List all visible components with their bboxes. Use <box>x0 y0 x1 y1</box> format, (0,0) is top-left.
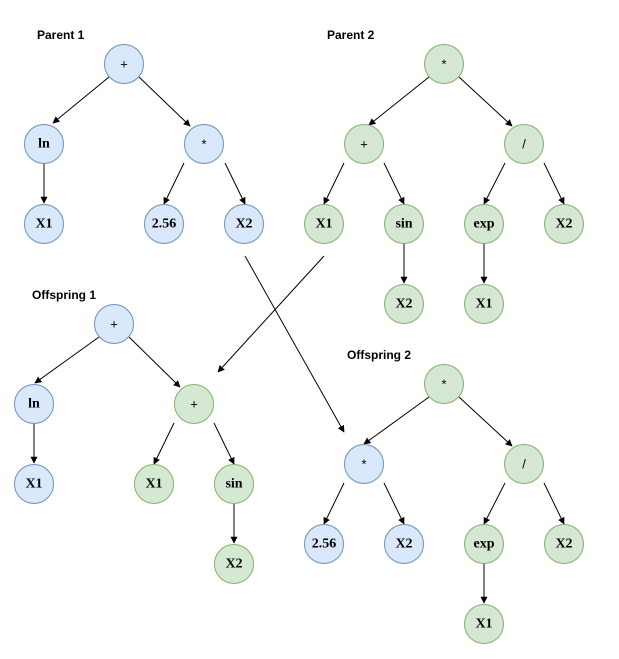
tree-node <box>214 464 254 504</box>
node-label: X1 <box>475 297 492 312</box>
tree-node <box>134 464 174 504</box>
node-label: X1 <box>35 217 52 232</box>
tree-node <box>24 204 64 244</box>
edge <box>483 162 506 205</box>
node-label: ln <box>38 137 50 152</box>
node-label: X2 <box>395 537 412 552</box>
node-label: + <box>110 317 118 332</box>
tree-node <box>504 124 544 164</box>
edge <box>543 162 565 205</box>
node-label: 2.56 <box>312 537 337 552</box>
node-label: / <box>522 457 526 472</box>
edge <box>458 396 513 447</box>
edge <box>323 482 345 525</box>
node-label: X1 <box>475 617 492 632</box>
edge <box>363 396 430 445</box>
edge <box>383 482 405 525</box>
node-label: 2.56 <box>152 217 177 232</box>
edge <box>543 482 565 525</box>
tree-node <box>224 204 264 244</box>
node-label: * <box>361 457 366 472</box>
tree-node <box>464 204 504 244</box>
tree-node <box>14 464 54 504</box>
node-label: * <box>441 57 446 72</box>
edge <box>368 76 430 126</box>
tree-node <box>504 444 544 484</box>
offspring1-tree: + ln + X1 X1 sin X2 <box>14 304 254 584</box>
node-label: X1 <box>145 477 162 492</box>
node-label: + <box>120 57 128 72</box>
edge <box>163 162 185 205</box>
tree-node <box>464 604 504 644</box>
edge <box>383 162 405 205</box>
tree-node <box>384 204 424 244</box>
tree-node <box>544 204 584 244</box>
tree-node <box>464 284 504 324</box>
node-label: X1 <box>25 477 42 492</box>
offspring1-title: Offspring 1 <box>32 288 96 302</box>
edge <box>224 162 246 205</box>
edge <box>458 76 513 127</box>
node-label: X2 <box>555 217 572 232</box>
tree-node <box>544 524 584 564</box>
offspring2-title: Offspring 2 <box>347 348 411 362</box>
edge <box>323 162 345 205</box>
edge <box>34 336 100 384</box>
tree-node <box>424 364 464 404</box>
node-label: * <box>201 137 206 152</box>
edge <box>213 422 235 465</box>
tree-node <box>174 384 214 424</box>
node-label: + <box>190 397 198 412</box>
tree-node <box>464 524 504 564</box>
node-label: / <box>522 137 526 152</box>
tree-node <box>344 124 384 164</box>
edge <box>128 336 181 388</box>
edge <box>483 482 506 525</box>
node-label: X2 <box>555 537 572 552</box>
tree-node <box>214 544 254 584</box>
tree-node <box>304 204 344 244</box>
crossover-arrow <box>244 255 345 433</box>
offspring2-tree: * * / 2.56 X2 exp X2 X1 <box>304 364 584 644</box>
edge <box>138 76 191 127</box>
node-label: exp <box>474 217 495 232</box>
crossover-arrow <box>217 255 325 373</box>
parent1-title: Parent 1 <box>37 28 85 42</box>
node-label: * <box>441 377 446 392</box>
tree-node <box>14 384 54 424</box>
tree-node <box>344 444 384 484</box>
parent2-title: Parent 2 <box>327 28 375 42</box>
node-label: sin <box>395 217 412 232</box>
node-label: exp <box>474 537 495 552</box>
tree-node <box>94 304 134 344</box>
edge <box>153 422 175 465</box>
node-label: X2 <box>395 297 412 312</box>
node-label: X2 <box>225 557 242 572</box>
tree-node <box>304 524 344 564</box>
tree-node <box>104 44 144 84</box>
tree-node <box>144 204 184 244</box>
node-label: sin <box>225 477 242 492</box>
edge <box>52 76 110 124</box>
parent1-tree: + ln * X1 2.56 X2 <box>24 44 264 244</box>
edges <box>30 76 565 604</box>
node-label: ln <box>28 397 40 412</box>
tree-node <box>384 284 424 324</box>
tree-node <box>184 124 224 164</box>
tree-node <box>384 524 424 564</box>
node-label: + <box>360 137 368 152</box>
node-label: X1 <box>315 217 332 232</box>
tree-node <box>24 124 64 164</box>
tree-node <box>424 44 464 84</box>
node-label: X2 <box>235 217 252 232</box>
parent2-tree: * + / X1 sin exp X2 X2 X1 <box>304 44 584 324</box>
